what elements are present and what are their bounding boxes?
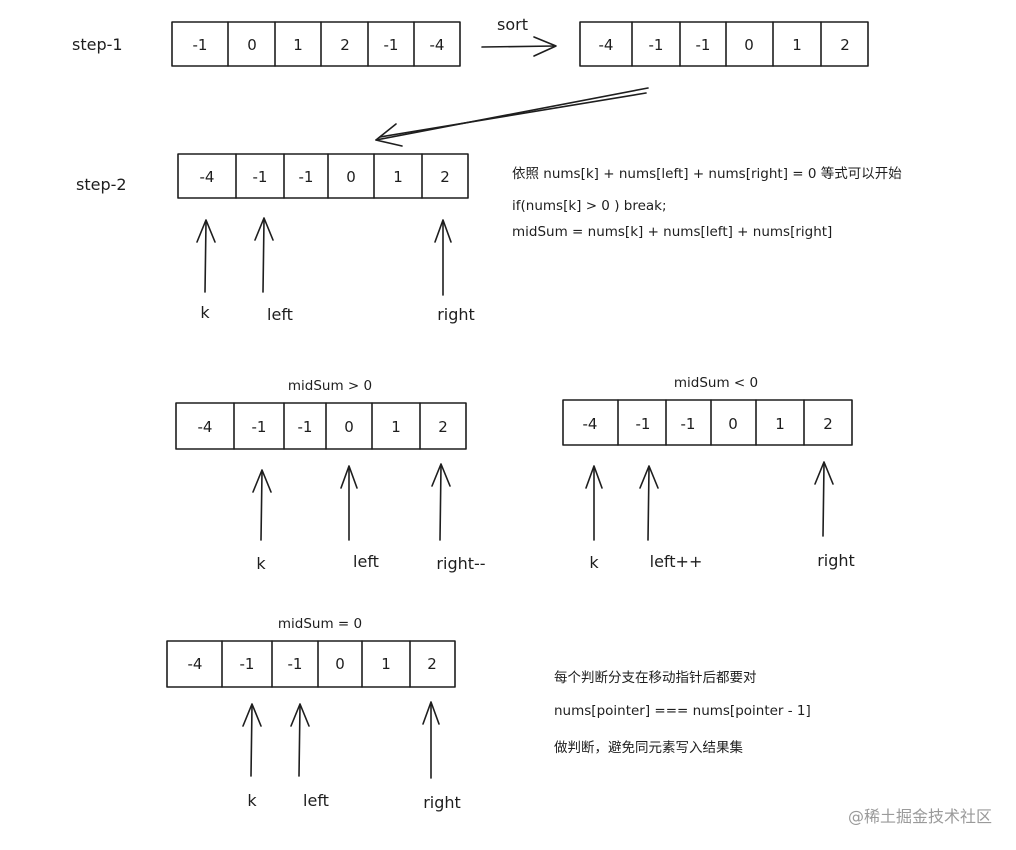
array-cell: 1 [391,418,401,436]
case-eq-note-line-1: 每个判断分支在移动指针后都要对 [554,670,757,686]
array-cell: 1 [775,415,785,433]
case-gt-pointer-left-arrow [340,465,358,541]
array-cell: -1 [253,168,268,186]
array-cell: 2 [840,36,850,54]
array-cell: -1 [193,36,208,54]
array-cell: -1 [696,36,711,54]
case-eq-array: -4 -1 -1 0 1 2 [166,640,456,688]
array-cell: -1 [240,655,255,673]
array-cell: -1 [299,168,314,186]
case-lt-title: midSum < 0 [674,375,758,391]
sort-arrow [481,36,557,57]
array-cell: 2 [427,655,437,673]
step-2-array: -4 -1 -1 0 1 2 [177,153,469,199]
array-cell: -4 [188,655,203,673]
step-2-label: step-2 [76,175,127,194]
pointer-label-k: k [247,791,257,810]
case-lt-pointer-k-arrow [585,465,603,541]
step-2-note-line-1: 依照 nums[k] + nums[left] + nums[right] = … [512,165,902,182]
array-cell: -4 [430,36,445,54]
array-cell: -1 [288,655,303,673]
array-cell: -1 [384,36,399,54]
case-eq-pointer-left-arrow [290,703,310,777]
array-cell: 2 [438,418,448,436]
array-cell: 0 [744,36,754,54]
pointer-label-k: k [200,303,210,322]
pointer-label-left: left [267,305,293,324]
step-1-sorted-array: -4 -1 -1 0 1 2 [579,21,869,67]
array-cell: 0 [728,415,738,433]
watermark: @稀土掘金技术社区 [848,807,992,826]
sort-label: sort [497,15,528,34]
array-cell: 2 [440,168,450,186]
pointer-label-left: left [303,791,329,810]
array-cell: -4 [599,36,614,54]
case-eq-note-line-3: 做判断，避免同元素写入结果集 [554,740,743,756]
step-2-pointer-right-arrow [434,219,452,296]
pointer-label-k: k [589,553,599,572]
array-cell: 0 [346,168,356,186]
step-2-pointer-left-arrow [254,217,274,293]
array-cell: -1 [252,418,267,436]
case-gt-array: -4 -1 -1 0 1 2 [175,402,467,450]
array-cell: 0 [335,655,345,673]
case-eq-pointer-k-arrow [242,703,262,777]
to-step-2-arrow [375,87,649,147]
array-cell: 2 [823,415,833,433]
array-cell: 1 [393,168,403,186]
step-1-label: step-1 [72,35,123,54]
case-eq-note-line-2: nums[pointer] === nums[pointer - 1] [554,703,811,719]
array-cell: 1 [792,36,802,54]
array-cell: 0 [344,418,354,436]
pointer-label-right: right [437,305,475,324]
case-gt-pointer-right-arrow [431,463,451,541]
pointer-label-left: left++ [650,552,703,571]
array-cell: -1 [636,415,651,433]
case-gt-pointer-k-arrow [252,469,272,541]
case-eq-pointer-right-arrow [422,701,440,779]
case-lt-pointer-right-arrow [814,461,834,537]
pointer-label-right: right [423,793,461,812]
step-2-note-line-2: if(nums[k] > 0 ) break; [512,198,667,214]
array-cell: -1 [681,415,696,433]
case-eq-title: midSum = 0 [278,616,362,632]
step-2-pointer-k-arrow [196,219,216,293]
case-lt-array: -4 -1 -1 0 1 2 [562,399,853,446]
array-cell: 2 [340,36,350,54]
case-lt-pointer-left-arrow [639,465,659,541]
array-cell: -1 [298,418,313,436]
array-cell: 0 [247,36,257,54]
array-cell: -4 [200,168,215,186]
array-cell: -4 [198,418,213,436]
pointer-label-left: left [353,552,379,571]
array-cell: -1 [649,36,664,54]
step-2-note-line-3: midSum = nums[k] + nums[left] + nums[rig… [512,224,832,240]
array-cell: 1 [293,36,303,54]
array-cell: -4 [583,415,598,433]
case-gt-title: midSum > 0 [288,378,372,394]
array-cell: 1 [381,655,391,673]
pointer-label-right: right-- [436,554,485,573]
pointer-label-k: k [256,554,266,573]
step-1-unsorted-array: -1 0 1 2 -1 -4 [171,21,461,67]
pointer-label-right: right [817,551,855,570]
